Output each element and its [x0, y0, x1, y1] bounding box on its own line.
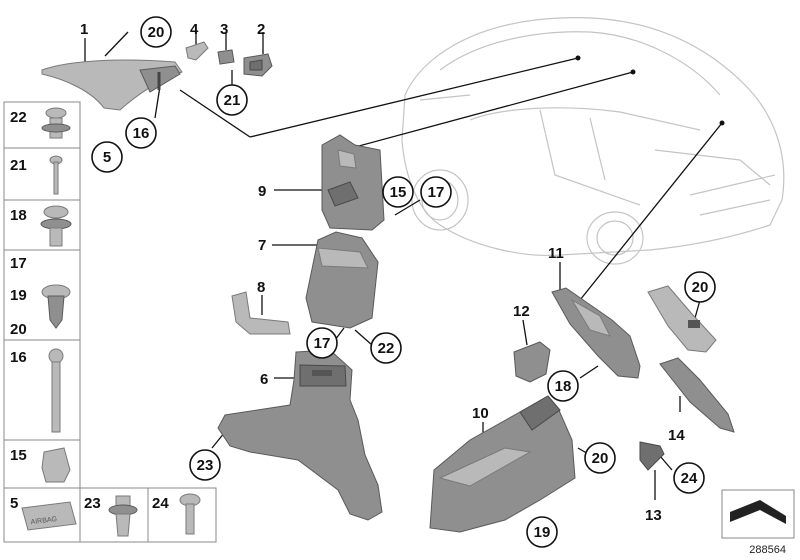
reference-number: 288564 [749, 544, 786, 556]
label-5-top: 5 [103, 149, 111, 166]
label-20-c: 20 [592, 450, 609, 467]
fastener-table [3, 101, 217, 543]
label-13: 13 [645, 507, 662, 524]
label-12: 12 [513, 303, 530, 320]
fastener-15-icon [41, 447, 71, 483]
part-11-c-pillar-trim [551, 287, 641, 379]
part-6-b-pillar-lower [217, 349, 383, 521]
label-6: 6 [260, 371, 268, 388]
label-8: 8 [257, 279, 265, 296]
fastener-21-icon [49, 155, 63, 195]
label-11: 11 [548, 245, 564, 262]
label-10: 10 [472, 405, 489, 422]
label-24-a: 24 [681, 470, 698, 487]
table-label-20: 20 [10, 321, 27, 338]
label-1: 1 [80, 21, 88, 38]
table-label-22: 22 [10, 109, 27, 126]
part-4-clip [185, 41, 209, 61]
table-label-23: 23 [84, 495, 101, 512]
label-22-a: 22 [378, 340, 395, 357]
label-20-a: 20 [148, 24, 165, 41]
part-1-a-pillar-trim [41, 59, 183, 111]
part-20-rear-trim [647, 285, 717, 353]
part-10-c-pillar-lower [429, 395, 576, 533]
part-3-cover [217, 49, 235, 65]
part-2-cover [243, 53, 273, 77]
table-label-21: 21 [10, 157, 27, 174]
label-18-a: 18 [555, 378, 572, 395]
label-21-a: 21 [224, 92, 241, 109]
fastener-16-icon [48, 348, 64, 433]
label-4: 4 [190, 21, 199, 38]
label-19-a: 19 [534, 524, 551, 541]
fastener-17-19-20-icon [41, 284, 71, 329]
table-label-17: 17 [10, 255, 27, 272]
table-label-5: 5 [10, 495, 18, 512]
table-label-16: 16 [10, 349, 27, 366]
table-label-18: 18 [10, 207, 27, 224]
part-8-bracket [231, 291, 291, 335]
fastener-18-icon [40, 205, 72, 247]
part-12-cover [513, 341, 551, 383]
label-16-a: 16 [133, 125, 150, 142]
part-7-b-pillar-middle [305, 231, 379, 329]
fastener-5-airbag-badge: AIRBAG [21, 501, 77, 531]
label-23-a: 23 [197, 457, 214, 474]
label-17-a: 17 [428, 184, 445, 201]
table-label-15: 15 [10, 447, 27, 464]
fastener-23-icon [108, 495, 138, 537]
fastener-24-icon [179, 493, 201, 535]
label-14: 14 [668, 427, 685, 444]
part-14-rear-trim [659, 357, 735, 433]
part-9-b-pillar-upper [321, 134, 385, 231]
leader-lines [84, 31, 725, 500]
fastener-22-icon [41, 107, 71, 139]
part-labels: 1 2 3 4 6 7 8 9 10 11 12 13 14 20 21 5 1… [10, 16, 716, 548]
label-7: 7 [258, 237, 266, 254]
label-15-a: 15 [390, 184, 407, 201]
label-3: 3 [220, 21, 228, 38]
airbag-stamp: AIRBAG [30, 516, 57, 526]
table-label-19: 19 [10, 287, 27, 304]
label-20-b: 20 [692, 279, 709, 296]
table-label-24: 24 [152, 495, 169, 512]
label-9: 9 [258, 183, 266, 200]
car-outline [401, 16, 785, 265]
label-17-b: 17 [314, 335, 331, 352]
part-24-bracket [639, 441, 665, 471]
reference-symbol-box [721, 489, 795, 539]
label-2: 2 [257, 21, 265, 38]
